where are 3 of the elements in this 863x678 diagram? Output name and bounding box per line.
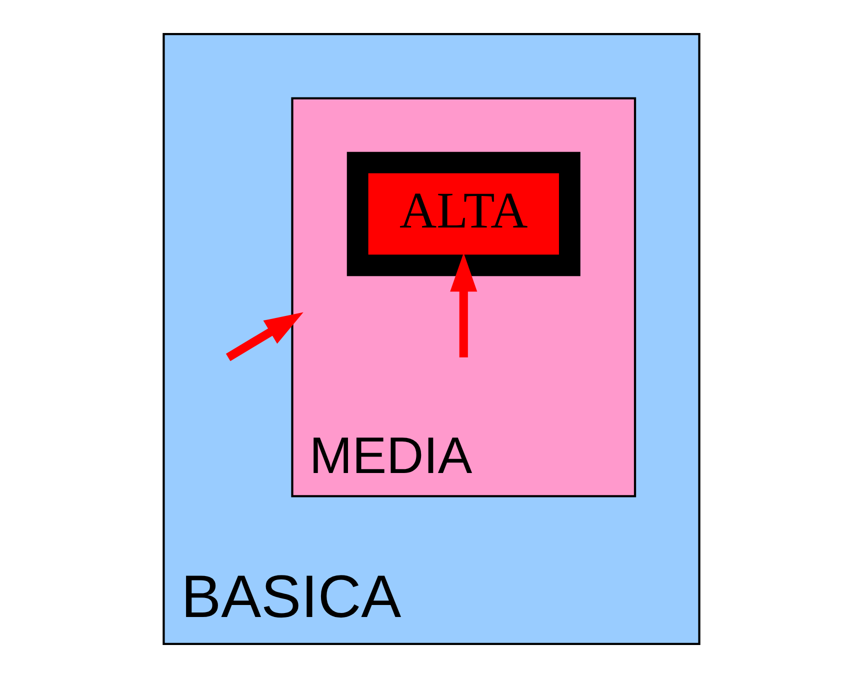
arrow bbox=[450, 252, 478, 358]
arrow bbox=[226, 312, 304, 362]
node-box: ALTA bbox=[346, 152, 580, 276]
